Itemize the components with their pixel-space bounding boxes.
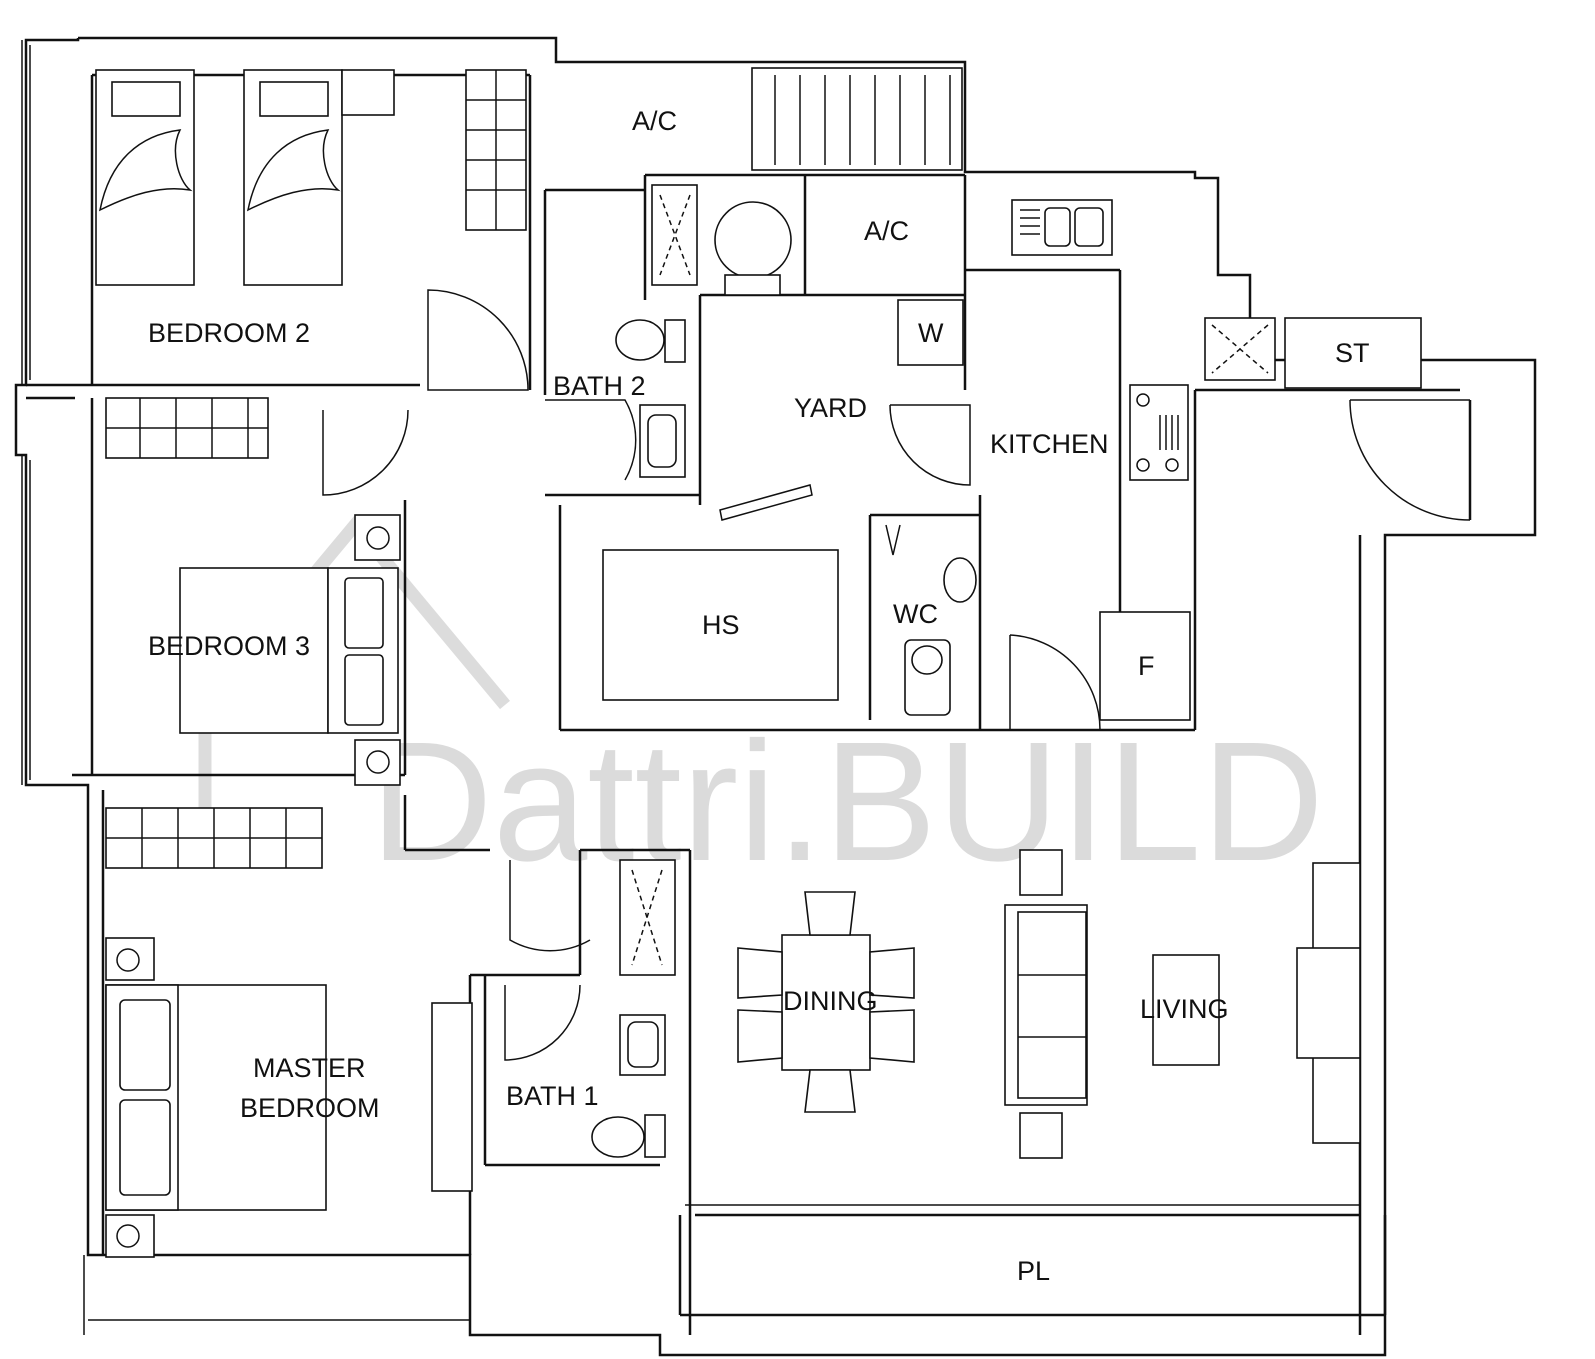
living-furniture — [1004, 849, 1361, 1159]
label-kitchen: KITCHEN — [990, 429, 1109, 459]
outer-walls — [14, 36, 1537, 1357]
dining-table — [781, 934, 871, 1071]
toilet — [615, 319, 665, 361]
label-bath1: BATH 1 — [506, 1081, 599, 1111]
watermark-text: Dattri.BUILD — [370, 707, 1324, 897]
washer — [897, 299, 964, 366]
kitchen-fixtures — [1011, 199, 1422, 721]
windows — [29, 45, 470, 1321]
label-ac-mid: A/C — [864, 216, 909, 246]
door-bedroom2 — [427, 289, 529, 391]
bedroom2-furniture — [95, 69, 527, 286]
ac-grille — [751, 67, 963, 171]
label-bedroom2: BEDROOM 2 — [148, 318, 310, 348]
room-labels: BEDROOM 2 BEDROOM 3 MASTER BEDROOM BATH … — [148, 106, 1370, 1286]
coffee-table — [1152, 954, 1220, 1066]
label-dining: DINING — [783, 986, 878, 1016]
door-master — [509, 860, 591, 952]
watermark: Dattri.BUILD — [198, 514, 1324, 897]
household-shelter — [602, 549, 839, 701]
door-bath2 — [545, 399, 637, 481]
yard-fixtures — [602, 299, 964, 701]
label-living: LIVING — [1140, 994, 1229, 1024]
doors — [322, 289, 1472, 1061]
fridge — [1099, 611, 1191, 721]
door-yard — [889, 404, 971, 486]
wc-sink — [943, 557, 977, 603]
master-furniture — [105, 807, 473, 1258]
toilet — [591, 1116, 645, 1158]
bedroom3-furniture — [105, 397, 401, 786]
label-yard: YARD — [794, 393, 867, 423]
label-bath2: BATH 2 — [553, 371, 646, 401]
door-bath1 — [504, 984, 581, 1061]
storeroom-box — [1284, 317, 1422, 389]
label-w: W — [918, 318, 944, 348]
water-heater — [714, 201, 792, 279]
side-table — [1019, 1112, 1063, 1159]
bed — [179, 567, 329, 734]
label-hs: HS — [702, 610, 740, 640]
label-wc: WC — [893, 599, 938, 629]
label-master-1: MASTER — [253, 1053, 366, 1083]
wc-fixtures — [885, 524, 977, 716]
bath1-fixtures — [591, 859, 676, 1158]
door-main — [1349, 399, 1471, 521]
label-ac-top: A/C — [632, 106, 677, 136]
side-table — [1019, 849, 1063, 896]
label-pl: PL — [1017, 1256, 1050, 1286]
tv-console — [431, 1002, 473, 1192]
door-kitchen — [1009, 634, 1101, 731]
label-bedroom3: BEDROOM 3 — [148, 631, 310, 661]
shower — [651, 184, 698, 286]
label-f: F — [1138, 651, 1155, 681]
stove — [1129, 384, 1189, 481]
door-hs — [719, 484, 813, 521]
door-bedroom3 — [322, 409, 409, 496]
label-st: ST — [1335, 338, 1370, 368]
label-master-2: BEDROOM — [240, 1093, 380, 1123]
bath2-fixtures — [615, 184, 792, 478]
dining-furniture — [737, 891, 915, 1113]
